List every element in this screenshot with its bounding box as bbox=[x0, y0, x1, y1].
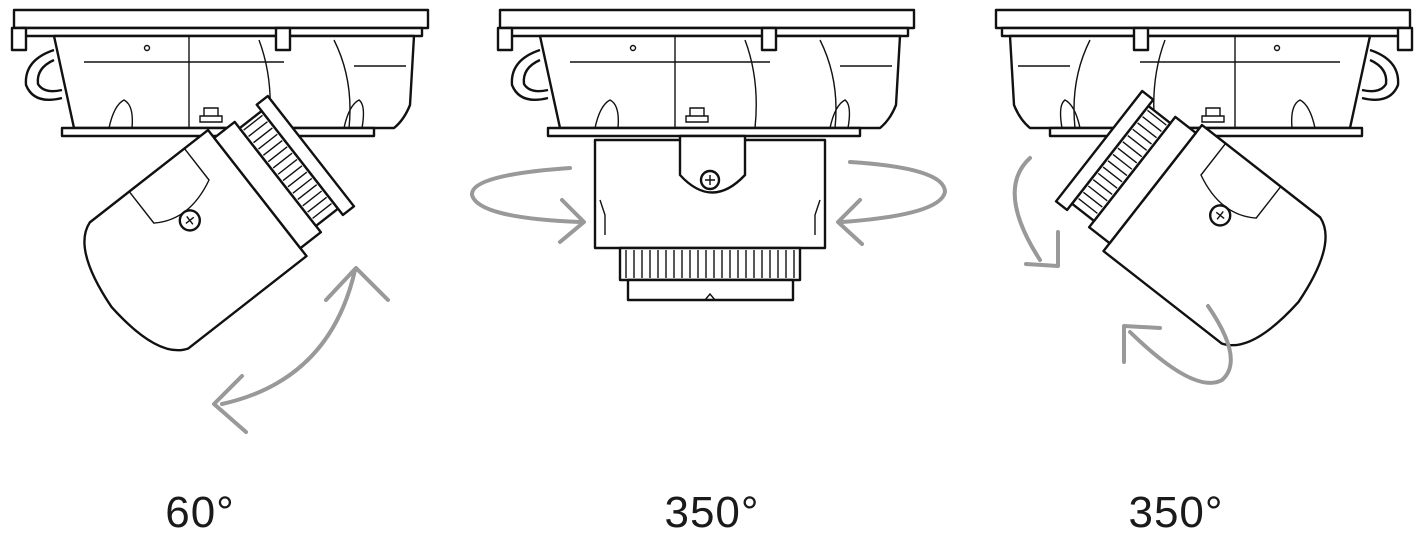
camera-head-front bbox=[593, 134, 827, 302]
panel-rotate bbox=[994, 8, 1414, 385]
ceiling-housing-1 bbox=[10, 8, 430, 138]
ceiling-housing-3 bbox=[994, 8, 1414, 138]
rotate-arrow bbox=[1012, 156, 1233, 385]
ceiling-housing-2 bbox=[496, 8, 916, 138]
rotate-angle-label: 350° bbox=[1128, 488, 1224, 537]
lens-ring-2 bbox=[618, 246, 802, 282]
tilt-angle-label: 60° bbox=[165, 488, 235, 537]
panel-tilt bbox=[10, 8, 430, 434]
panel-pan bbox=[470, 8, 947, 302]
pan-arrow-right bbox=[836, 160, 947, 246]
pan-arrow-left bbox=[470, 166, 586, 244]
camera-head-tilted bbox=[83, 94, 356, 352]
pan-angle-label: 350° bbox=[664, 488, 760, 537]
camera-head-rotated bbox=[1054, 89, 1327, 347]
lens-ring-3 bbox=[1070, 104, 1172, 223]
tilt-arrow bbox=[212, 266, 390, 434]
